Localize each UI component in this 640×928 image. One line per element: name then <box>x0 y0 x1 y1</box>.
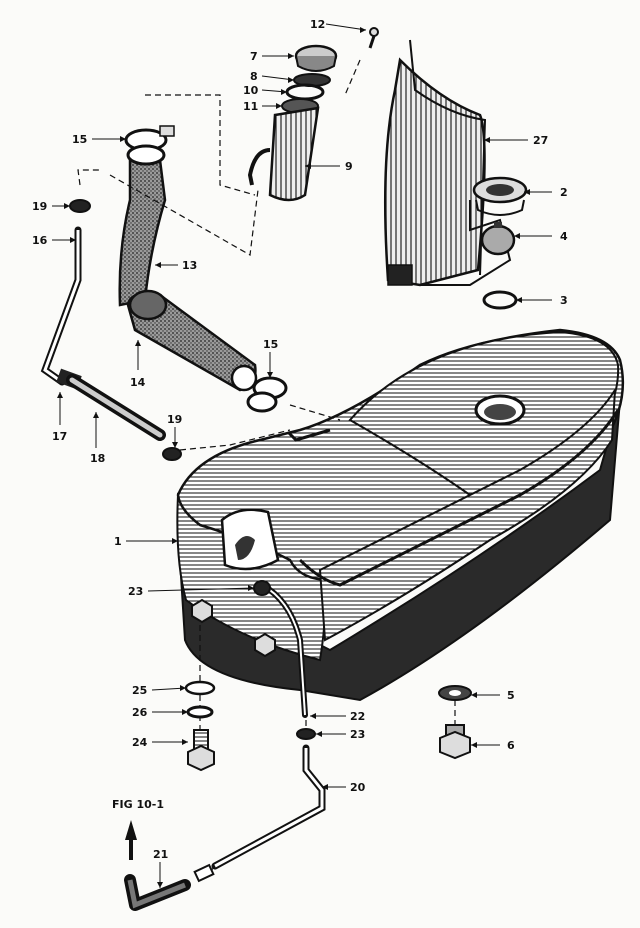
arrow-up-icon <box>125 820 137 860</box>
callout-11: 11 <box>243 100 258 113</box>
leader-arrowheads <box>57 27 530 888</box>
vent-clip-lower <box>162 447 182 461</box>
callout-23-upper: 23 <box>128 585 143 598</box>
drain-plug <box>439 724 471 760</box>
callout-13: 13 <box>182 259 197 272</box>
filler-hose <box>118 158 167 307</box>
fuel-hose <box>124 874 191 911</box>
sender-lock-ring <box>472 176 528 216</box>
filler-neck <box>247 106 320 202</box>
callout-22: 22 <box>350 710 365 723</box>
vent-clip-upper <box>69 199 91 213</box>
tank-mount-nut <box>191 598 213 624</box>
callout-27: 27 <box>533 134 548 147</box>
callout-26: 26 <box>132 706 148 719</box>
callout-labels: 1 2 3 4 5 6 7 8 9 10 11 12 13 14 15 15 1… <box>32 18 568 861</box>
sender-float-unit <box>480 222 516 256</box>
callout-20: 20 <box>350 781 366 794</box>
pipe-clip-lower <box>296 728 316 740</box>
fuel-tank <box>176 328 625 718</box>
callout-24: 24 <box>132 736 148 749</box>
callout-15-lower: 15 <box>263 338 278 351</box>
callout-4: 4 <box>560 230 568 243</box>
mount-bolt <box>187 729 215 772</box>
cap-screw <box>368 27 379 49</box>
vent-pipe <box>40 226 82 386</box>
callout-2: 2 <box>560 186 568 199</box>
callout-6: 6 <box>507 739 515 752</box>
hose-clamp-upper <box>124 125 175 166</box>
sender-gasket <box>482 290 518 310</box>
tank-mount-nut <box>254 632 276 658</box>
mount-flat-washer <box>184 680 216 696</box>
callout-8: 8 <box>250 70 258 83</box>
figure-label: FIG 10-1 <box>112 798 164 811</box>
callout-7: 7 <box>250 50 258 63</box>
callout-3: 3 <box>560 294 568 307</box>
callout-10: 10 <box>243 84 259 97</box>
callout-18: 18 <box>90 452 105 465</box>
callout-16: 16 <box>32 234 48 247</box>
callout-25: 25 <box>132 684 147 697</box>
pipe-clip-upper <box>253 580 271 596</box>
mount-spring-washer <box>186 705 214 719</box>
fuel-filler-cap <box>294 44 338 72</box>
cap-spring <box>285 83 325 101</box>
callout-12: 12 <box>310 18 325 31</box>
drain-plug-washer <box>438 685 472 701</box>
callout-19-upper: 19 <box>32 200 47 213</box>
callout-21: 21 <box>153 848 168 861</box>
tank-inlet-hose <box>126 289 258 392</box>
callout-5: 5 <box>507 689 515 702</box>
callout-19-lower: 19 <box>167 413 182 426</box>
callout-9: 9 <box>345 160 353 173</box>
callout-14: 14 <box>130 376 146 389</box>
callout-17: 17 <box>52 430 67 443</box>
callout-23-lower: 23 <box>350 728 365 741</box>
callout-1: 1 <box>114 535 122 548</box>
vent-hose <box>66 374 166 441</box>
fuel-pipe <box>193 744 326 883</box>
callout-15-upper: 15 <box>72 133 87 146</box>
